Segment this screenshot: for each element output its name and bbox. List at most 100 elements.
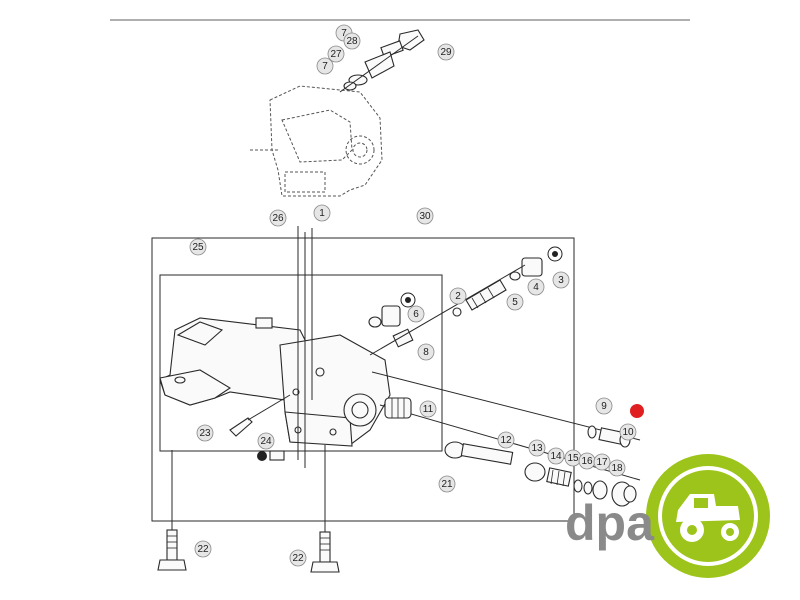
callout-label: 25 <box>192 242 204 253</box>
ghost-housing-top <box>250 85 383 197</box>
callout-16: 16 <box>578 452 596 470</box>
callout-circle <box>608 459 626 477</box>
spring-5 <box>465 279 507 311</box>
dpa-watermark: dpa <box>565 454 770 578</box>
part-9 <box>587 425 597 439</box>
callout-label: 7 <box>322 61 328 72</box>
spring-14 <box>546 467 572 487</box>
callout-circle <box>416 207 434 225</box>
callout-22: 22 <box>194 540 212 558</box>
callout-label: 18 <box>611 463 623 474</box>
callout-circle <box>343 32 361 50</box>
dpa-logo-text: dpa <box>565 495 655 551</box>
callout-circle <box>316 57 334 75</box>
ball-2 <box>452 307 462 317</box>
highlight-marker <box>630 404 644 418</box>
callout-29: 29 <box>437 43 455 61</box>
callout-13: 13 <box>528 439 546 457</box>
callout-label: 6 <box>413 309 419 320</box>
callout-circle <box>527 278 545 296</box>
plug-24 <box>257 450 285 461</box>
callout-3: 3 <box>552 271 570 289</box>
callout-4: 4 <box>527 278 545 296</box>
top-fittings <box>339 29 425 93</box>
callout-label: 9 <box>601 401 607 412</box>
callout-label: 12 <box>500 435 512 446</box>
callout-1: 1 <box>313 204 331 222</box>
callout-10: 10 <box>619 423 637 441</box>
callout-circle <box>552 271 570 289</box>
callout-label: 15 <box>567 453 579 464</box>
callout-circle <box>619 423 637 441</box>
fitting-11 <box>384 397 412 419</box>
callout-9: 9 <box>595 397 613 415</box>
callout-24: 24 <box>257 432 275 450</box>
spool-21 <box>444 441 514 465</box>
callout-label: 28 <box>346 36 358 47</box>
callout-15: 15 <box>564 449 582 467</box>
callout-26: 26 <box>269 209 287 227</box>
callout-circle <box>313 204 331 222</box>
callout-30: 30 <box>416 207 434 225</box>
callout-circle <box>289 549 307 567</box>
callout-22: 22 <box>289 549 307 567</box>
callout-label: 27 <box>330 49 342 60</box>
callout-label: 13 <box>531 443 543 454</box>
callout-23: 23 <box>196 424 214 442</box>
callout-label: 22 <box>197 544 209 555</box>
callout-label: 16 <box>581 456 593 467</box>
callout-label: 22 <box>292 553 304 564</box>
callout-label: 11 <box>423 404 434 415</box>
callout-label: 29 <box>440 47 452 58</box>
callout-label: 1 <box>319 208 325 219</box>
callout-circle <box>438 475 456 493</box>
callout-27: 27 <box>327 45 345 63</box>
callout-circle <box>437 43 455 61</box>
fitting-6 <box>368 292 416 328</box>
pin-23 <box>229 394 291 437</box>
callout-circle <box>506 293 524 311</box>
callout-circle <box>417 343 435 361</box>
callout-circle <box>595 397 613 415</box>
bolt-22-left <box>157 529 187 571</box>
callout-circle <box>257 432 275 450</box>
callout-label: 23 <box>199 428 211 439</box>
callout-2: 2 <box>449 287 467 305</box>
rings-15-16 <box>573 479 593 495</box>
callout-12: 12 <box>497 431 515 449</box>
callout-circle <box>449 287 467 305</box>
callout-8: 8 <box>417 343 435 361</box>
callout-11: 11 <box>419 400 437 418</box>
callout-label: 8 <box>423 347 429 358</box>
callout-25: 25 <box>189 238 207 256</box>
callout-label: 2 <box>455 291 461 302</box>
part-18 <box>611 481 637 507</box>
frame-25 <box>159 274 443 452</box>
callout-circle <box>189 238 207 256</box>
callout-circle <box>547 447 565 465</box>
callout-label: 5 <box>512 297 518 308</box>
callout-circle <box>593 453 611 471</box>
callout-label: 7 <box>341 28 347 39</box>
part-17 <box>592 480 608 500</box>
callout-14: 14 <box>547 447 565 465</box>
callout-21: 21 <box>438 475 456 493</box>
callout-label: 26 <box>272 213 284 224</box>
callout-circle <box>407 305 425 323</box>
callout-circle <box>528 439 546 457</box>
tractor-badge-icon <box>646 454 770 578</box>
callout-28: 28 <box>343 32 361 50</box>
callout-circle <box>196 424 214 442</box>
callout-5: 5 <box>506 293 524 311</box>
callout-label: 14 <box>550 451 562 462</box>
callout-circle <box>419 400 437 418</box>
callout-label: 17 <box>596 457 608 468</box>
callout-label: 30 <box>419 211 431 222</box>
callout-label: 21 <box>441 479 453 490</box>
part-13 <box>524 462 546 482</box>
callout-label: 24 <box>260 436 272 447</box>
callout-17: 17 <box>593 453 611 471</box>
callout-label: 10 <box>622 427 634 438</box>
callout-circle <box>269 209 287 227</box>
callout-18: 18 <box>608 459 626 477</box>
